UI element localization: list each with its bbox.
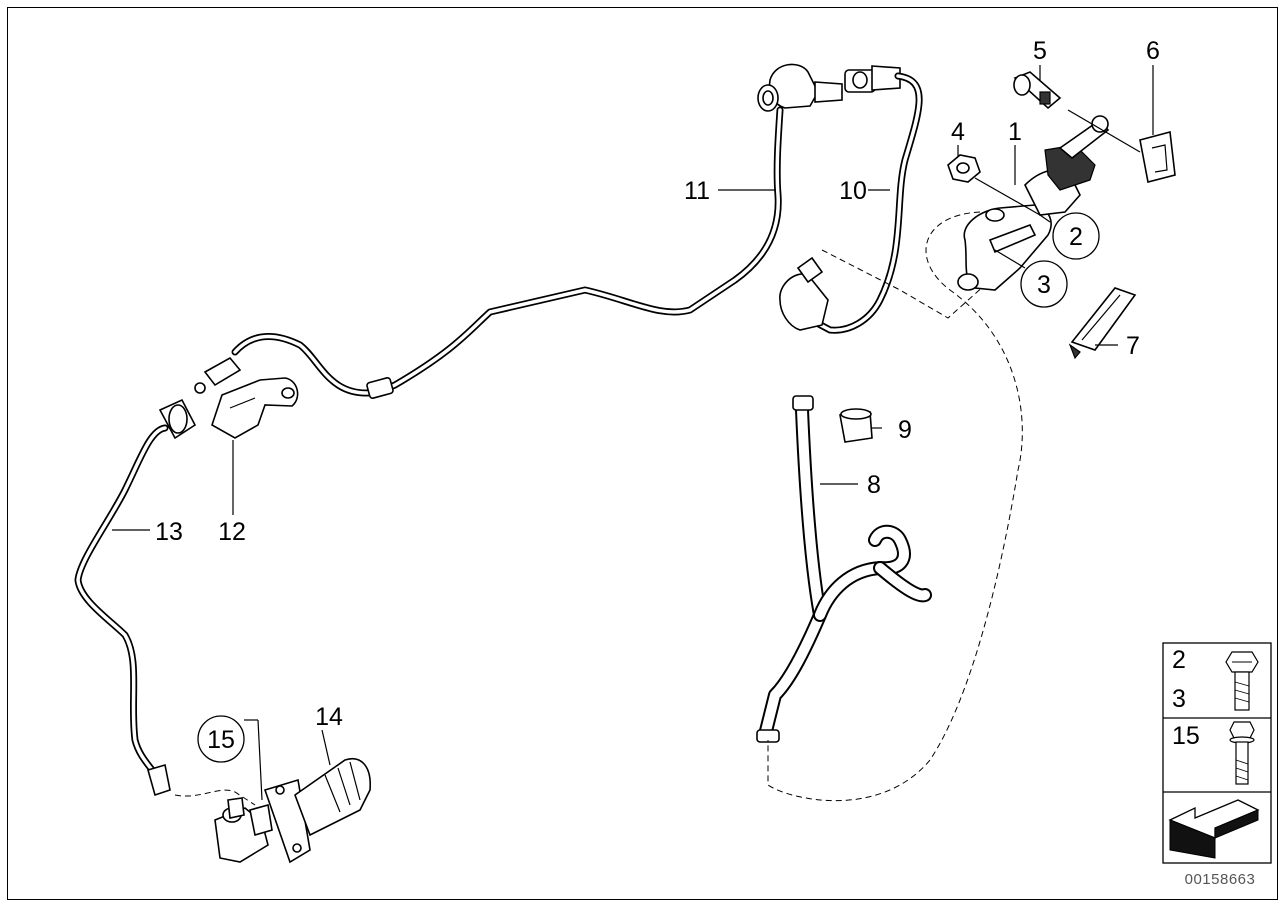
document-number: 00158663 <box>1185 871 1256 888</box>
hose-8[interactable] <box>756 395 932 743</box>
label-14: 14 <box>315 703 343 731</box>
pipe-connector-mid <box>194 356 394 399</box>
label-4: 4 <box>951 118 965 146</box>
label-11: 11 <box>684 177 710 205</box>
pipe-13[interactable] <box>74 398 197 797</box>
cap-9[interactable] <box>839 408 873 443</box>
bracket-12[interactable] <box>211 377 299 439</box>
leader-lines <box>112 65 1154 801</box>
direction-arrow-icon <box>1168 799 1260 859</box>
hex-bolt-icon <box>1225 651 1259 711</box>
leader-dash-13 <box>174 789 256 806</box>
legend-row-3: 3 <box>1172 685 1186 713</box>
bracket-connector-top <box>757 63 901 112</box>
label-3-circled: 3 <box>1020 260 1068 308</box>
label-5: 5 <box>1033 37 1047 65</box>
label-7: 7 <box>1126 332 1140 360</box>
pin-5[interactable] <box>1013 71 1062 110</box>
label-15-circled: 15 <box>197 715 245 763</box>
slave-cylinder[interactable] <box>214 758 371 864</box>
legend-row-15: 15 <box>1172 722 1200 750</box>
legend-row-2: 2 <box>1172 646 1186 674</box>
diagram-frame <box>7 7 1278 900</box>
label-10: 10 <box>839 177 867 205</box>
fastener-legend: 2 3 15 <box>1162 642 1272 864</box>
label-8: 8 <box>867 471 881 499</box>
master-cylinder[interactable] <box>957 115 1110 291</box>
label-12: 12 <box>218 518 246 546</box>
label-1: 1 <box>1008 118 1022 146</box>
bracket-7[interactable] <box>1068 287 1137 360</box>
label-2-circled: 2 <box>1052 212 1100 260</box>
pipe-11[interactable] <box>231 106 784 397</box>
nut-4[interactable] <box>947 154 981 183</box>
svg-text:3: 3 <box>1037 271 1051 299</box>
label-9: 9 <box>898 416 912 444</box>
leader-dash-hydraulic <box>767 211 1023 802</box>
svg-text:15: 15 <box>207 726 235 754</box>
svg-text:2: 2 <box>1069 223 1083 251</box>
leader-dash-10 <box>821 249 986 319</box>
pipe-10[interactable] <box>779 72 923 334</box>
label-13: 13 <box>155 518 183 546</box>
flange-bolt-icon <box>1229 721 1255 785</box>
clip-6[interactable] <box>1139 130 1176 183</box>
label-6: 6 <box>1146 37 1160 65</box>
